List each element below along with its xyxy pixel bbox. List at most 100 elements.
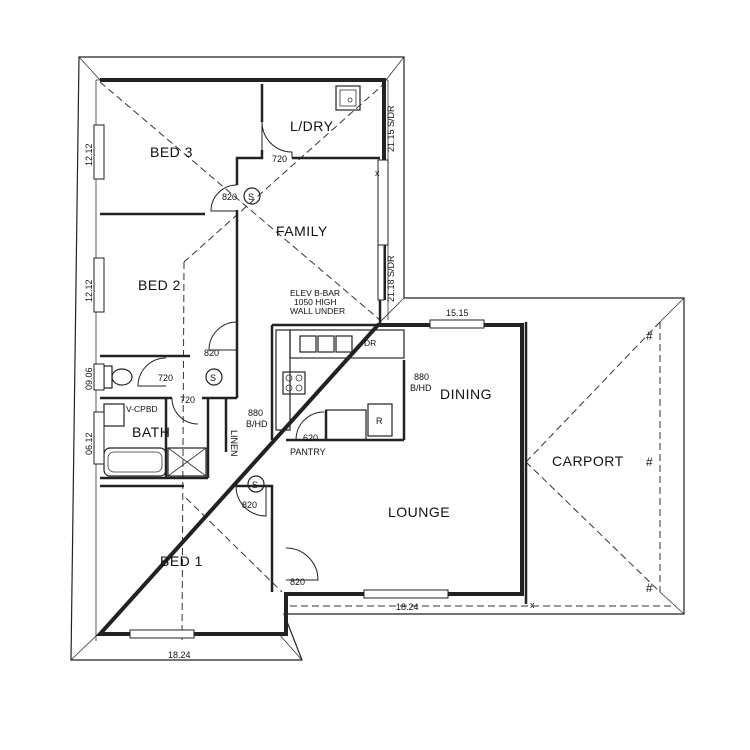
- hip-line: [659, 591, 685, 615]
- sink-bowl: [299, 335, 317, 353]
- smoke-detector-label: S: [252, 480, 258, 490]
- hip-line: [277, 632, 303, 661]
- post-mark: #: [646, 581, 653, 595]
- room-label-carport: CARPORT: [552, 453, 624, 469]
- door-width-front: 820: [290, 577, 305, 587]
- door-swing-bath: [171, 397, 199, 425]
- fridge-space: [367, 403, 393, 437]
- room-label-laundry: L/DRY: [290, 118, 334, 134]
- setout-mark: x: [375, 168, 380, 178]
- window-bed3: [93, 124, 105, 180]
- post-mark: #: [646, 329, 653, 343]
- note-bulkhead-2-num: 880: [414, 372, 429, 382]
- room-label-bed1: BED 1: [160, 553, 203, 569]
- note-vanity-cupboard: V-CPBD: [126, 404, 158, 414]
- island-bench: [325, 409, 367, 441]
- ridge-line: [185, 497, 283, 593]
- sliding-door-family: [377, 244, 385, 301]
- laundry-tub-drain: [347, 97, 353, 103]
- room-label-dining: DINING: [440, 386, 492, 402]
- hip-line: [379, 297, 405, 323]
- ridge-line: [99, 81, 381, 321]
- sliding-door-laundry: [377, 159, 389, 246]
- post-mark: #: [646, 455, 653, 469]
- bathtub-inner: [107, 451, 163, 473]
- smoke-detector-icon: [247, 475, 265, 493]
- room-label-bath: BATH: [132, 424, 170, 440]
- ridge-line-vertical: [181, 261, 185, 641]
- shower-cross: [167, 447, 207, 477]
- cooktop-burner: [295, 384, 303, 392]
- room-label-bed2: BED 2: [138, 277, 181, 293]
- door-swing-wc: [137, 357, 167, 387]
- window-bed2: [93, 257, 105, 313]
- door-width-bed3: 820: [222, 192, 237, 202]
- sink-bowl: [335, 335, 353, 353]
- dimension-left-mid: 12.12: [84, 279, 94, 302]
- cooktop: [282, 371, 306, 395]
- room-label-bed3: BED 3: [150, 144, 193, 160]
- hip-line: [659, 297, 685, 323]
- window-lounge: [363, 589, 449, 599]
- dimension-bottom-lounge: 18.24: [396, 602, 419, 612]
- window-dining: [429, 319, 485, 329]
- note-elev-height: 1050 HIGH: [294, 297, 337, 307]
- dimension-right-mid: 21.18 S/DR: [386, 255, 396, 302]
- carport-hip: [525, 461, 661, 593]
- note-elev-bbar: ELEV B-BAR: [290, 288, 340, 298]
- internal-walls: [100, 84, 380, 592]
- door-width-bed2: 820: [204, 348, 219, 358]
- dimension-left-bath: 06.12: [84, 432, 94, 455]
- room-label-lounge: LOUNGE: [388, 504, 450, 520]
- note-dishwasher: DR: [364, 338, 376, 348]
- door-width-laundry: 720: [272, 154, 287, 164]
- carport-hip: [525, 321, 661, 463]
- dimension-top-dining: 15.15: [446, 308, 469, 318]
- hip-line: [70, 633, 99, 661]
- sink-bowl: [317, 335, 335, 353]
- window-wc: [93, 363, 105, 391]
- note-elev-wall: WALL UNDER: [290, 306, 345, 316]
- setout-mark: x: [530, 600, 535, 610]
- door-swing-bed2: [208, 321, 238, 351]
- hip-line: [78, 56, 101, 81]
- door-width-pantry: 620: [303, 433, 318, 443]
- window-bath: [93, 411, 105, 465]
- toilet-bowl: [111, 368, 133, 386]
- door-width-bath: 720: [180, 395, 195, 405]
- room-label-family: FAMILY: [276, 223, 328, 239]
- kitchen-bench-left: [275, 329, 291, 431]
- dimension-bottom-bed1: 18.24: [168, 650, 191, 660]
- dimension-right-top: 21.15 S/DR: [386, 105, 396, 152]
- room-label-linen: LINEN: [229, 430, 239, 457]
- door-swing-pantry: [295, 411, 325, 441]
- cooktop-burner: [285, 374, 293, 382]
- note-bulkhead-1-num: 880: [248, 408, 263, 418]
- cooktop-burner: [285, 384, 293, 392]
- door-swing-laundry: [261, 121, 293, 158]
- door-width-wc: 720: [158, 373, 173, 383]
- dimension-left-wc: 09.06: [84, 367, 94, 390]
- door-swing-bed1: [235, 485, 267, 517]
- window-bed1: [129, 629, 195, 639]
- note-bulkhead-2-unit: B/HD: [410, 383, 432, 393]
- smoke-detector-label: S: [210, 373, 216, 383]
- toilet-cistern: [103, 365, 113, 389]
- note-fridge: R: [376, 416, 383, 426]
- laundry-tub: [335, 85, 361, 111]
- kitchen-bench-top: [289, 329, 405, 359]
- ridge-line: [183, 81, 387, 263]
- dimension-left-top: 12.12: [84, 143, 94, 166]
- room-label-pantry: PANTRY: [290, 447, 326, 457]
- shower: [167, 447, 207, 477]
- door-width-bed1: 820: [242, 500, 257, 510]
- smoke-detector-icon: [243, 187, 261, 205]
- door-swing-bed3: [210, 184, 238, 212]
- vanity-cupboard: [103, 403, 125, 427]
- note-bulkhead-1-unit: B/HD: [246, 419, 268, 429]
- door-swing-front: [285, 547, 319, 581]
- smoke-detector-label: S: [248, 192, 254, 202]
- smoke-detector-icon: [205, 368, 223, 386]
- cooktop-burner: [295, 374, 303, 382]
